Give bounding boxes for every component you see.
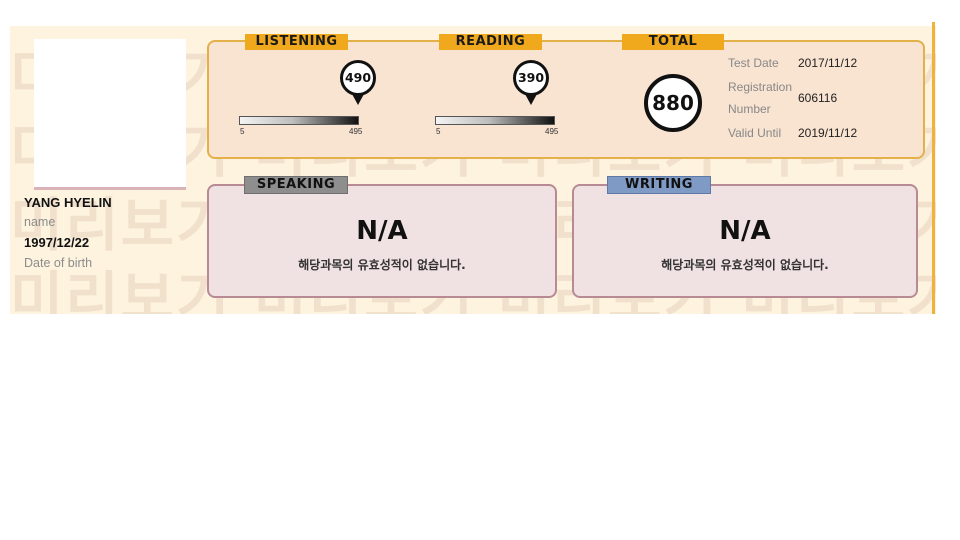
card-right-edge	[932, 22, 935, 314]
photo-placeholder	[34, 39, 186, 190]
score-card: 미리보기 미리보기 미리보기 미리보기 미리보기 미리보기 미리보기 미리보기 …	[10, 26, 936, 314]
speaking-panel: N/A 해당과목의 유효성적이 없습니다.	[207, 184, 557, 298]
writing-score: N/A	[719, 216, 771, 246]
listening-pin-tip	[352, 94, 364, 105]
writing-message: 해당과목의 유효성적이 없습니다.	[661, 258, 829, 272]
listening-score-pin: 490	[340, 60, 376, 96]
person-name: YANG HYELIN	[24, 195, 112, 210]
valid-until-label: Valid Until	[728, 126, 782, 140]
total-tag: TOTAL	[622, 34, 724, 50]
reading-pin-tip	[525, 94, 537, 105]
total-score-circle: 880	[644, 74, 702, 132]
listening-score-bar	[239, 116, 359, 125]
speaking-tag: SPEAKING	[244, 176, 348, 194]
registration-label: Registration	[728, 80, 793, 94]
registration-value: 606116	[798, 91, 838, 105]
person-dob: 1997/12/22	[24, 235, 90, 250]
reading-scale-min: 5	[436, 127, 441, 136]
person-dob-label: Date of birth	[24, 256, 93, 270]
reading-score-bar	[435, 116, 555, 125]
reading-tag: READING	[439, 34, 542, 50]
listening-tag: LISTENING	[245, 34, 348, 50]
listening-scale-max: 495	[349, 127, 363, 136]
reading-score-pin: 390	[513, 60, 549, 96]
writing-tag: WRITING	[607, 176, 711, 194]
listening-scale-min: 5	[240, 127, 245, 136]
reading-scale-max: 495	[545, 127, 559, 136]
person-name-label: name	[24, 215, 56, 229]
test-date-label: Test Date	[728, 56, 779, 70]
valid-until-value: 2019/11/12	[798, 126, 858, 140]
registration-label-line2: Number	[728, 102, 771, 116]
writing-panel: N/A 해당과목의 유효성적이 없습니다.	[572, 184, 918, 298]
speaking-score: N/A	[356, 216, 408, 246]
test-date-value: 2017/11/12	[798, 56, 858, 70]
lr-score-panel	[207, 40, 925, 159]
speaking-message: 해당과목의 유효성적이 없습니다.	[298, 258, 466, 272]
